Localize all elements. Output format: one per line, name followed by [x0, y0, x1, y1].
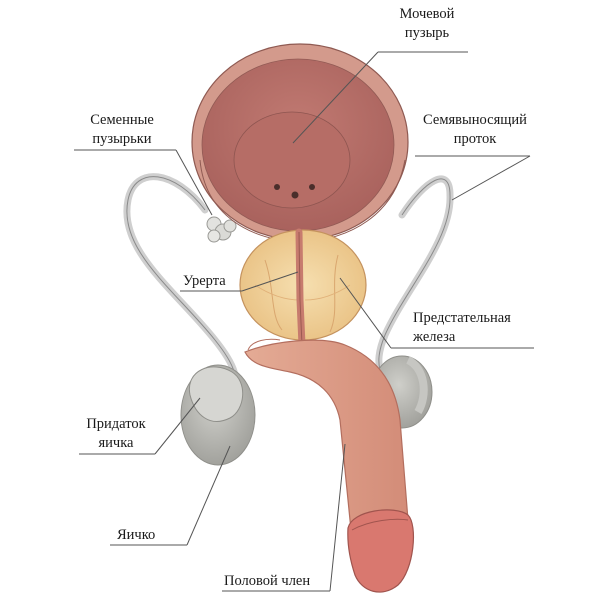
- bladder: [191, 43, 409, 243]
- label-epididymis: Придаток яичка: [86, 416, 146, 451]
- penis-shaft: [244, 339, 409, 541]
- leader-lines: [74, 51, 534, 592]
- left-epididymis: [188, 366, 244, 422]
- label-vas-deferens: Семявыносящий проток: [423, 112, 527, 147]
- glans: [347, 509, 415, 593]
- label-prostate: Предстательная железа: [413, 310, 511, 345]
- label-seminal-vesicles: Семенные пузырьки: [90, 112, 154, 147]
- label-bladder: Мочевой пузырь: [399, 6, 455, 41]
- label-urethra: Урерта: [183, 273, 226, 289]
- label-testicle: Яичко: [117, 527, 156, 543]
- label-penis: Половой член: [224, 573, 311, 589]
- seminal-vesicles: [206, 216, 237, 243]
